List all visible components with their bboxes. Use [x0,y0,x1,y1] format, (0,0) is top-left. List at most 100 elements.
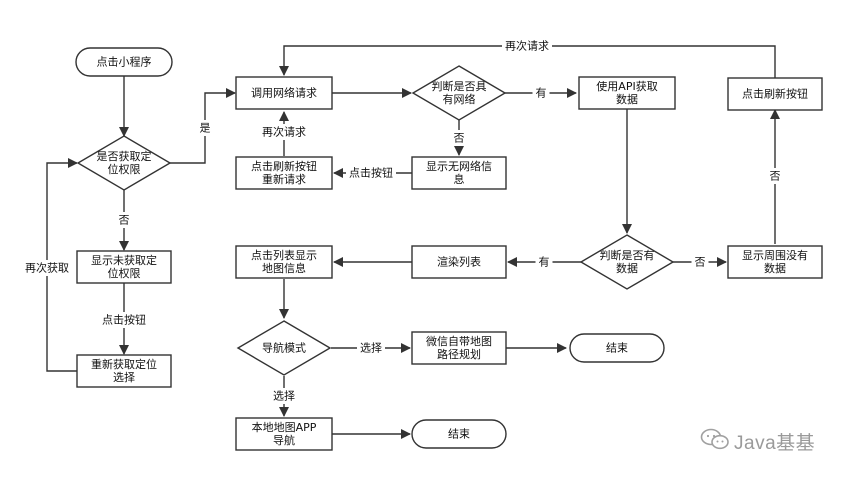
node-click-refresh-button-label-line: 点击刷新按钮 [742,87,808,101]
edge-label-retry-req-left-text: 再次请求 [262,125,306,139]
edge-label-click-btn-net-bg [346,165,396,181]
node-show-no-location-permission-label-line: 显示未获取定 [91,253,157,267]
node-call-network-request-shape [235,76,333,110]
edge-label-click-btn-loc-text: 点击按钮 [102,313,146,327]
node-render-list: 渲染列表 [411,245,507,279]
wechat-icon [700,427,730,455]
edge-label-select-local: 选择 [270,388,298,404]
node-click-refresh-rerequest-shape [235,156,333,190]
node-data-decision-label-line: 数据 [616,261,638,275]
node-end-local-shape [411,419,507,449]
node-wechat-map-route-shape [411,331,507,365]
edge-label-select-local-bg [270,388,298,404]
node-navigation-mode-decision: 导航模式 [236,320,332,376]
node-click-refresh-button-shape [727,77,823,111]
edge-label-have-data-text: 有 [539,255,550,269]
edge-label-no-refresh-bg [766,168,784,184]
node-network-decision-label-line: 有网络 [443,92,476,106]
node-click-list-show-map-label-line: 地图信息 [262,261,306,275]
edge-label-no-loc-text: 否 [119,214,130,227]
edge-label-select-wechat-text: 选择 [360,341,382,355]
edge-label-retry-req-top-text: 再次请求 [505,39,549,53]
edge-label-click-btn-loc-bg [99,312,149,328]
node-location-permission-decision-label-line: 位权限 [108,162,141,176]
edge-label-click-btn-loc: 点击按钮 [99,312,149,328]
node-reacquire-location-shape [76,354,172,388]
node-render-list-label-line: 渲染列表 [437,255,481,269]
edge-label-have-data-bg [535,254,553,270]
node-use-api-fetch-data-label-line: 数据 [616,92,638,106]
node-click-refresh-rerequest-label-line: 重新请求 [262,172,306,186]
edge-label-yes-loc-text: 是 [200,122,211,135]
node-network-decision-shape [411,65,507,121]
edge-label-have-net: 有 [532,85,550,101]
node-location-permission-decision-label-line: 是否获取定 [97,149,152,163]
node-wechat-map-route-label-line: 路径规划 [437,347,481,361]
node-click-refresh-button: 点击刷新按钮 [727,77,823,111]
node-network-decision-label-line: 判断是否具 [432,79,487,93]
node-end-wechat-label-line: 结束 [606,342,628,355]
edge-label-no-net-bg [450,130,468,146]
node-end-wechat-shape [569,333,665,363]
edge-label-have-net-bg [532,85,550,101]
edge-label-no-refresh: 否 [766,168,784,184]
edge-label-click-btn-net-text: 点击按钮 [349,166,393,180]
edge-label-have-data: 有 [535,254,553,270]
edge-label-retry-req-left: 再次请求 [259,124,309,140]
node-show-no-network-info-label-line: 息 [454,172,465,186]
node-show-no-nearby-data-label-line: 数据 [764,261,786,275]
node-show-no-nearby-data-label-line: 显示周围没有 [742,248,808,262]
node-show-no-network-info-label-line: 显示无网络信 [426,159,492,173]
node-start-shape [75,47,173,77]
node-render-list-shape [411,245,507,279]
node-click-list-show-map-label-line: 点击列表显示 [251,248,317,262]
node-start-label-line: 点击小程序 [97,55,152,69]
edge-label-select-local-text: 选择 [273,389,295,403]
node-show-no-nearby-data-shape [727,245,823,279]
edge-label-retry-req-left-bg [259,124,309,140]
edge-label-retry-req-top: 再次请求 [502,38,552,54]
node-navigation-mode-decision-shape [236,320,332,376]
node-call-network-request-label-line: 调用网络请求 [251,86,317,100]
node-location-permission-decision-shape [76,135,172,191]
edge-label-select-wechat: 选择 [357,340,385,356]
node-data-decision-label-line: 判断是否有 [600,248,655,262]
edge-label-no-net-text: 否 [454,132,465,145]
edge-label-no-loc-bg [115,212,133,228]
node-local-map-app-navigation-shape [235,417,333,451]
node-end-local-label-line: 结束 [448,428,470,441]
watermark: Java基基 [700,428,815,454]
node-end-wechat: 结束 [569,333,665,363]
edge-label-yes-loc-bg [196,120,214,136]
node-show-no-location-permission-label-line: 位权限 [108,266,141,280]
node-local-map-app-navigation-label-line: 本地地图APP [252,420,317,434]
edge-label-no-data-text: 否 [695,256,706,269]
edge-label-yes-loc: 是 [196,120,214,136]
node-reacquire-location-label-line: 选择 [113,370,135,384]
edge-label-have-net-text: 有 [536,86,547,100]
edge-label-retry-loc: 再次获取 [22,260,72,276]
node-click-refresh-rerequest-label-line: 点击刷新按钮 [251,159,317,173]
node-click-list-show-map-shape [235,245,333,279]
edge-label-no-net: 否 [450,130,468,146]
node-show-no-network-info-shape [411,156,507,190]
node-navigation-mode-decision-label-line: 导航模式 [262,341,306,355]
node-call-network-request: 调用网络请求 [235,76,333,110]
node-reacquire-location-label-line: 重新获取定位 [91,357,157,371]
edge-label-no-data-bg [691,254,709,270]
edge-label-click-btn-net: 点击按钮 [346,165,396,181]
edge-label-select-wechat-bg [357,340,385,356]
edge-label-no-data: 否 [691,254,709,270]
